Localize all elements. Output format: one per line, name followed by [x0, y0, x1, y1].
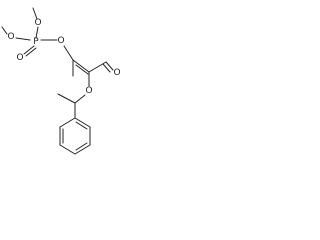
ring-bond-1: [74, 117, 91, 128]
chemical-structure-diagram: O O P O O O O: [1, 7, 121, 155]
bond-c3-c2-b: [75, 64, 89, 75]
bond-p-o-phosphoryl-b: [25, 47, 37, 57]
bond-methyl-o-top: [32, 7, 38, 20]
atom-o-ester: O: [85, 86, 92, 96]
ring-bond-6: [59, 117, 76, 128]
bond-o-link-c3: [63, 45, 74, 61]
atom-o-methoxy-top: O: [34, 18, 41, 28]
bond-c2-c1: [88, 61, 107, 73]
bond-c1-o-carbonyl-b: [102, 63, 111, 73]
atom-o-carbonyl: O: [113, 68, 120, 78]
atom-o-methoxy-left: O: [7, 32, 14, 42]
bond-methyl-o-left: [1, 26, 8, 35]
atom-labels: O O P O O O O: [7, 18, 120, 96]
bond-c3-c2-a: [72, 59, 90, 73]
ring-bond-3: [74, 144, 91, 155]
ring-inner-2: [75, 142, 88, 151]
atom-o-ester-link: O: [57, 36, 64, 46]
bond-o-left-p: [15, 37, 31, 41]
bond-o-ester-ch: [74, 94, 86, 104]
atom-o-phosphoryl: O: [16, 53, 23, 63]
ring-bond-4: [59, 144, 76, 155]
bond-o-top-p: [35, 26, 39, 39]
bond-c1-o-carbonyl-a: [105, 61, 114, 71]
atom-p: P: [33, 37, 39, 47]
ring-inner-1: [75, 121, 88, 130]
bond-ch-methyl: [57, 93, 76, 104]
bond-p-o-phosphoryl-a: [23, 45, 35, 55]
bonds: [1, 7, 114, 155]
